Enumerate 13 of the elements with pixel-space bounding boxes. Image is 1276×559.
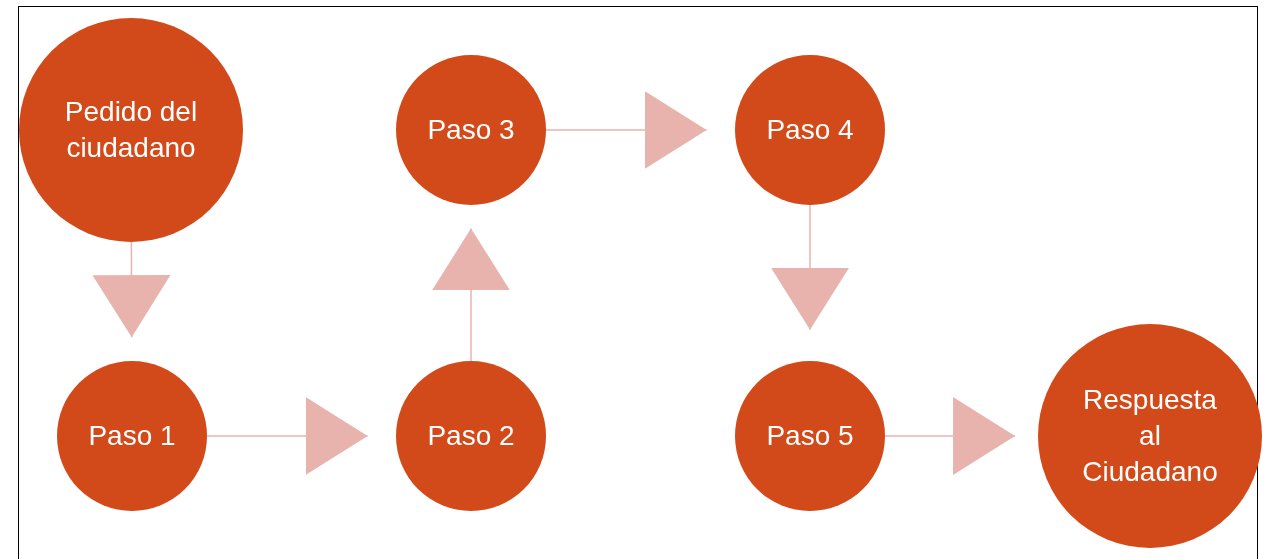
step-label: Paso 1 [88, 419, 176, 453]
step-label: Paso 5 [766, 419, 854, 453]
chevron-arrow [92, 241, 171, 338]
step-label: Respuesta al Ciudadano [1081, 383, 1219, 489]
step-label: Paso 3 [427, 113, 515, 147]
chevron-arrow [884, 397, 1016, 475]
step-label: Paso 4 [766, 113, 854, 147]
chevron-arrow [432, 227, 510, 362]
step-label: Pedido del ciudadano [63, 95, 199, 165]
chevron-arrow [545, 91, 708, 169]
chevron-arrow [771, 204, 849, 331]
chevron-arrow [206, 397, 369, 475]
step-label: Paso 2 [427, 419, 515, 453]
